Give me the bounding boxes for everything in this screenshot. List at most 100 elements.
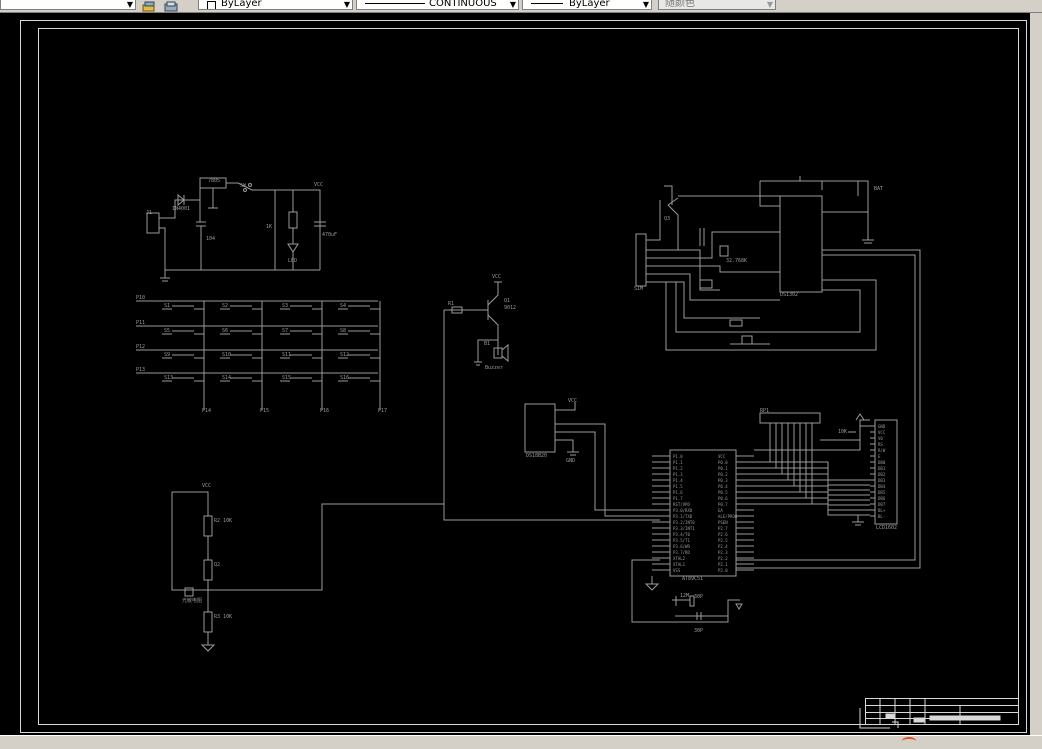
data-bus-wire xyxy=(754,423,870,516)
keypad-key-label: S6 xyxy=(222,328,228,334)
mcu-pin-label: PSEN xyxy=(718,520,728,525)
keypad-key-label: S13 xyxy=(164,375,173,381)
lcd-pin-label: E xyxy=(878,454,881,459)
mcu-pin-label: P3.3/INT1 xyxy=(673,526,695,531)
lcd-pin-label: DB2 xyxy=(878,472,886,477)
mcu-pin-label: P3.6/WR xyxy=(673,544,690,549)
lcd-pin-label: VCC xyxy=(878,430,886,435)
mcu-label: AT89C51 xyxy=(682,576,703,582)
keypad-switch xyxy=(220,377,262,382)
keypad-col-label: P17 xyxy=(378,408,387,414)
keypad-switch xyxy=(338,354,380,359)
layer-dropdown-tail[interactable]: ▼ xyxy=(0,0,136,10)
mcu-pin-label: XTAL1 xyxy=(673,562,686,567)
model-space-canvas[interactable]: 7805 IN4001 SW VCC LED 1K 470uF 104 J1 V… xyxy=(0,13,1030,735)
sensor-label: DS18B20 xyxy=(526,453,547,459)
buzzer-resistor xyxy=(451,306,463,314)
mcu-pin-label: P1.4 xyxy=(673,478,683,483)
mcu-pin-label: P2.0 xyxy=(718,568,728,573)
keypad-key-label: S7 xyxy=(282,328,288,334)
pot-label: 10K xyxy=(838,429,847,435)
mcu-pin-label: P2.1 xyxy=(718,562,728,567)
layer-previous-icon[interactable] xyxy=(164,0,178,12)
detector-cds-label: 光敏电阻 xyxy=(182,597,202,604)
lcd-label: LCD1602 xyxy=(876,525,897,531)
mcu-pin-label: P0.4 xyxy=(718,484,728,489)
lcd-pin-label: GND xyxy=(878,424,886,429)
mcu-pin-label: P0.2 xyxy=(718,472,728,477)
lcd-pin-label: DB5 xyxy=(878,490,886,495)
lcd-pin-label: BL+ xyxy=(878,508,886,513)
color-swatch-icon xyxy=(207,1,216,9)
inner-frame xyxy=(38,28,1019,725)
mcu-pin-label: P2.2 xyxy=(718,556,728,561)
lcd-pin-label: DB3 xyxy=(878,478,886,483)
mcu-body xyxy=(669,449,737,577)
keypad-row-label: P13 xyxy=(136,367,145,373)
linetype-dropdown[interactable]: CONTINUOUS ▼ xyxy=(356,0,519,10)
keypad-switch xyxy=(162,354,204,359)
lcd-pin-label: V0 xyxy=(878,436,883,441)
mcu-pin-label: P1.7 xyxy=(673,496,683,501)
dc-jack xyxy=(146,212,160,234)
lcd-body xyxy=(874,419,898,525)
buzzer-b-label: B1 xyxy=(484,341,490,347)
mcu-pin-label: P1.1 xyxy=(673,460,683,465)
j-label: J1 xyxy=(146,210,152,216)
mcu-pin-label: P3.2/INT0 xyxy=(673,520,695,525)
mcu-pin-label: P1.2 xyxy=(673,466,683,471)
keypad-switch xyxy=(338,305,380,310)
detector-r1-label: R2 10K xyxy=(214,518,232,524)
rtc-body xyxy=(779,195,823,293)
mcu-pin-label: ALE/PROG xyxy=(718,514,738,519)
keypad-key-label: S12 xyxy=(340,352,349,358)
color-dropdown[interactable]: ByLayer ▼ xyxy=(198,0,353,10)
sensor-gnd-label: GND xyxy=(566,458,575,464)
rtc-circuit xyxy=(635,176,877,351)
c2-label: 30P xyxy=(694,628,703,634)
chevron-down-icon: ▼ xyxy=(642,0,649,9)
power-supply-circuit xyxy=(146,177,326,282)
mcu-pin-label: XTAL2 xyxy=(673,556,686,561)
buzzer-vcc-label: VCC xyxy=(492,274,501,280)
plotstyle-dropdown[interactable]: 随颜色 ▼ xyxy=(658,0,776,10)
led-label: LED xyxy=(288,258,297,264)
mcu-pin-label: P3.0/RXD xyxy=(673,508,693,513)
keypad-col-label: P14 xyxy=(202,408,211,414)
watermark-icon xyxy=(902,737,916,745)
keypad-key-label: S15 xyxy=(282,375,291,381)
lineweight-sample-icon xyxy=(531,3,563,4)
chevron-down-icon: ▼ xyxy=(509,0,516,9)
keypad-switch xyxy=(338,377,380,382)
mcu-pin-label: P1.3 xyxy=(673,472,683,477)
keypad-switch xyxy=(338,330,380,335)
keypad-key-label: S10 xyxy=(222,352,231,358)
mcu-pin-label: P3.7/RD xyxy=(673,550,690,555)
lineweight-dropdown[interactable]: ByLayer ▼ xyxy=(522,0,652,10)
lineweight-value: ByLayer xyxy=(569,0,610,9)
rtc-label: DS1302 xyxy=(780,292,798,298)
mcu-pin-label: P1.5 xyxy=(673,484,683,489)
mcu-pin-label: VSS xyxy=(673,568,681,573)
battery-label: BAT xyxy=(874,186,883,192)
mcu-pin-label: P3.1/TXD xyxy=(673,514,693,519)
chevron-down-icon: ▼ xyxy=(126,0,133,9)
vertical-scrollbar[interactable] xyxy=(1030,13,1042,735)
sensor-box xyxy=(524,403,556,453)
mcu-pin-label: P0.0 xyxy=(718,460,728,465)
keypad-switch xyxy=(162,377,204,382)
drawing-svg: 7805 IN4001 SW VCC LED 1K 470uF 104 J1 V… xyxy=(20,20,1027,733)
buzzer-r-label: R1 xyxy=(448,301,454,307)
layer-states-icon[interactable] xyxy=(142,0,156,12)
keypad-key-label: S16 xyxy=(340,375,349,381)
chevron-down-icon: ▼ xyxy=(343,0,350,9)
buzzer-q-label: Q1 xyxy=(504,298,510,304)
mcu-pin-label: P2.6 xyxy=(718,532,728,537)
light-detector-circuit xyxy=(171,491,444,652)
diode-label: IN4001 xyxy=(172,206,190,212)
keypad-switch xyxy=(280,354,322,359)
mcu-pin-label: P0.6 xyxy=(718,496,728,501)
keypad-switch xyxy=(220,354,262,359)
mcu-pin-label: P3.5/T1 xyxy=(673,538,690,543)
linetype-value: CONTINUOUS xyxy=(429,0,497,9)
